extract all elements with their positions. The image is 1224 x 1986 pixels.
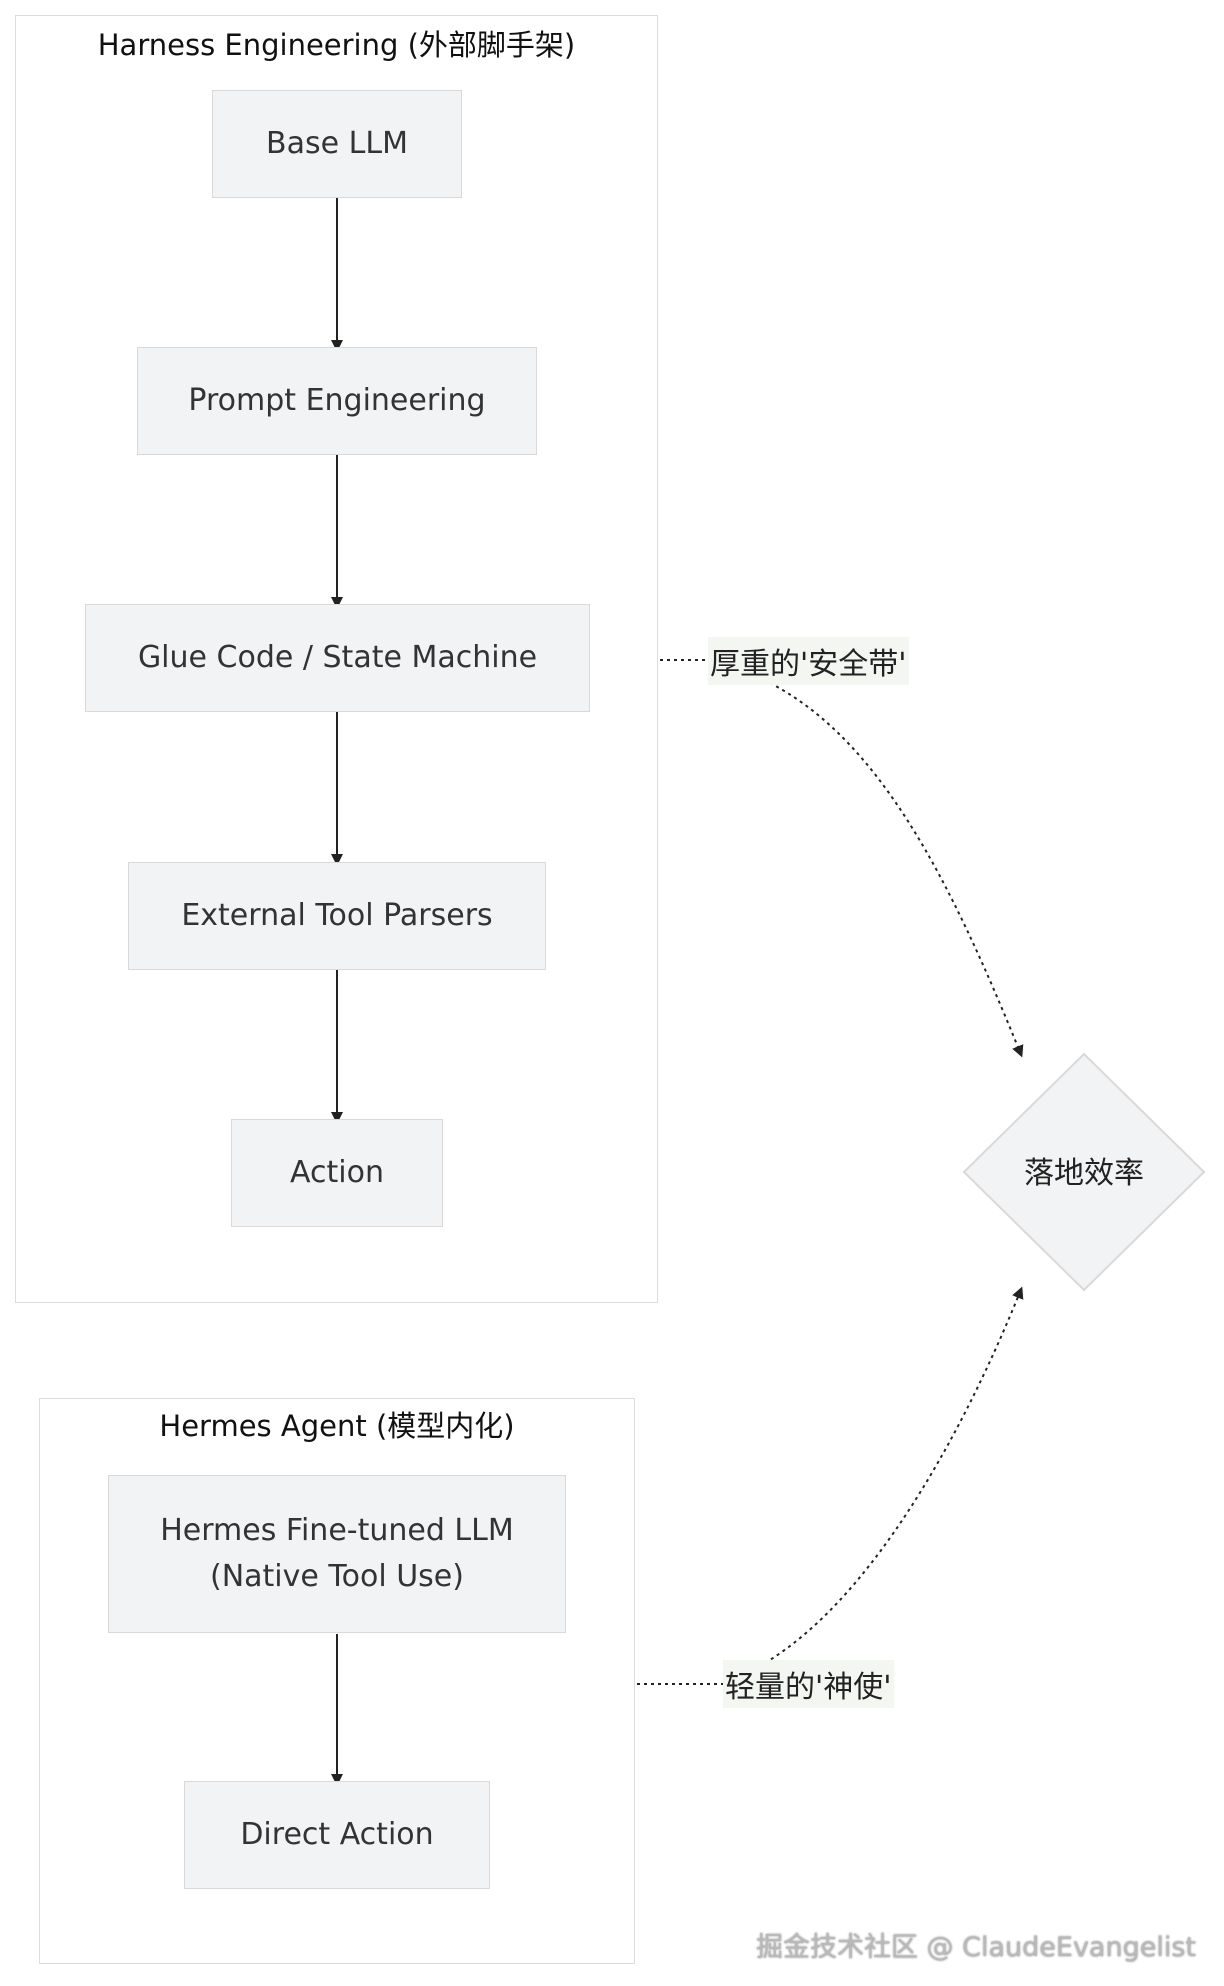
- decision-label: 落地效率: [1024, 1156, 1144, 1191]
- node-direct-action: Direct Action: [184, 1781, 490, 1889]
- node-base-llm: Base LLM: [212, 90, 462, 198]
- node-action: Action: [231, 1119, 443, 1227]
- node-prompt-engineering: Prompt Engineering: [137, 347, 537, 455]
- node-glue-code-state-machine: Glue Code / State Machine: [85, 604, 590, 712]
- edge-harness-to-decision: [660, 659, 1020, 1052]
- hermes-group-title: Hermes Agent (模型内化): [159, 1409, 515, 1443]
- harness-group-title: Harness Engineering (外部脚手架): [97, 28, 576, 62]
- watermark: 掘金技术社区 @ ClaudeEvangelist: [755, 1932, 1196, 1963]
- node-external-tool-parsers: External Tool Parsers: [128, 862, 546, 970]
- edge-label-light-messenger: 轻量的'神使': [723, 1660, 894, 1708]
- edge-hermes-to-decision: [637, 1292, 1020, 1685]
- node-hermes-fine-tuned-llm: Hermes Fine-tuned LLM (Native Tool Use): [108, 1475, 566, 1633]
- edge-label-heavy-safety-belt: 厚重的'安全带': [708, 637, 909, 685]
